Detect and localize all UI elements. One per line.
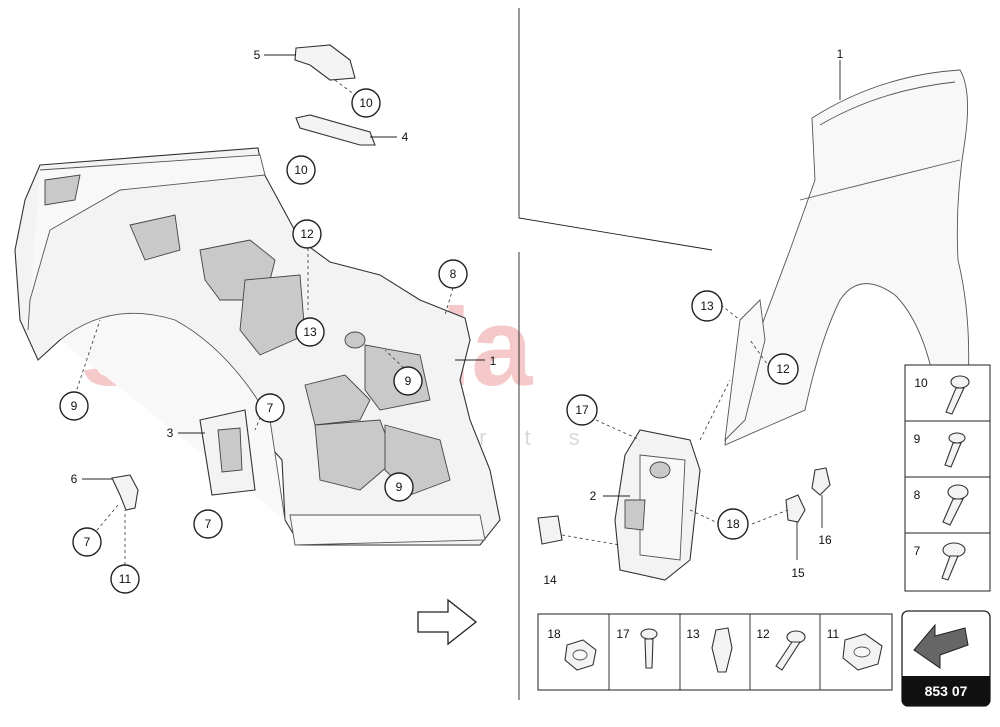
grille-part-14 bbox=[537, 515, 563, 545]
callout-12a: 12 bbox=[300, 227, 314, 241]
callout-8: 8 bbox=[450, 267, 457, 281]
callout-9a: 9 bbox=[405, 374, 412, 388]
legend-bottom-3: 12 bbox=[756, 627, 770, 641]
callout-18: 18 bbox=[726, 517, 740, 531]
callout-9b: 9 bbox=[71, 399, 78, 413]
callout-13a: 13 bbox=[303, 325, 317, 339]
bracket-part-5 bbox=[294, 44, 356, 81]
leaders-right bbox=[561, 60, 841, 560]
callout-15: 15 bbox=[791, 566, 805, 580]
clip-part-15 bbox=[785, 494, 806, 523]
legend-bottom-4: 11 bbox=[827, 627, 840, 641]
callout-7b: 7 bbox=[205, 517, 212, 531]
callout-7a: 7 bbox=[267, 401, 274, 415]
screw-icon bbox=[941, 542, 966, 581]
screw-icon bbox=[640, 628, 658, 669]
strut-part-4 bbox=[295, 114, 376, 146]
fastener-legend-bottom: 18 17 13 12 11 bbox=[537, 613, 893, 691]
clip-icon bbox=[711, 627, 733, 673]
callout-5: 5 bbox=[254, 48, 261, 62]
orientation-arrow-icon bbox=[913, 623, 969, 669]
bolt-icon bbox=[775, 630, 806, 671]
callout-1b: 1 bbox=[837, 47, 844, 61]
legend-right-0: 10 bbox=[914, 376, 928, 390]
callout-6: 6 bbox=[71, 472, 78, 486]
callout-7c: 7 bbox=[84, 535, 91, 549]
section-dividers bbox=[518, 8, 713, 700]
callouts-right: 1 13 12 17 2 18 16 15 14 bbox=[543, 47, 843, 587]
callout-13b: 13 bbox=[700, 299, 714, 313]
diagram-code: 853 07 bbox=[925, 683, 968, 699]
legend-right-1: 9 bbox=[914, 432, 921, 446]
callout-17: 17 bbox=[575, 403, 589, 417]
callout-11a: 11 bbox=[119, 572, 132, 586]
callout-9c: 9 bbox=[396, 480, 403, 494]
fastener-legend-right: 10 9 8 7 bbox=[904, 364, 991, 592]
legend-right-2: 8 bbox=[914, 488, 921, 502]
callout-10b: 10 bbox=[294, 163, 308, 177]
inner-wheel-housing bbox=[14, 147, 501, 546]
callout-12b: 12 bbox=[776, 362, 790, 376]
callout-2: 2 bbox=[590, 489, 597, 503]
nut-icon bbox=[564, 639, 597, 671]
bolt-icon bbox=[942, 484, 969, 526]
legend-bottom-2: 13 bbox=[686, 627, 700, 641]
callout-14: 14 bbox=[543, 573, 557, 587]
callout-10a: 10 bbox=[359, 96, 373, 110]
legend-bottom-0: 18 bbox=[547, 627, 561, 641]
callout-3: 3 bbox=[167, 426, 174, 440]
screw-icon bbox=[944, 432, 966, 468]
clip-part-6 bbox=[111, 474, 139, 511]
callout-4: 4 bbox=[402, 130, 409, 144]
fender-part-1 bbox=[724, 69, 970, 446]
nut-icon bbox=[842, 633, 883, 671]
trim-part-2 bbox=[614, 429, 701, 581]
legend-right-3: 7 bbox=[914, 544, 921, 558]
diagram-code-box: 853 07 bbox=[901, 610, 991, 707]
callout-16: 16 bbox=[818, 533, 832, 547]
clip-part-16 bbox=[811, 467, 831, 496]
cover-part-3 bbox=[199, 409, 256, 496]
bolt-icon bbox=[945, 375, 970, 415]
legend-bottom-1: 17 bbox=[616, 627, 630, 641]
callout-1a: 1 bbox=[490, 354, 497, 368]
callouts-left: 5 10 4 10 12 8 13 1 9 9 7 3 9 6 7 7 11 bbox=[59, 48, 497, 594]
direction-arrow-icon bbox=[417, 598, 478, 646]
